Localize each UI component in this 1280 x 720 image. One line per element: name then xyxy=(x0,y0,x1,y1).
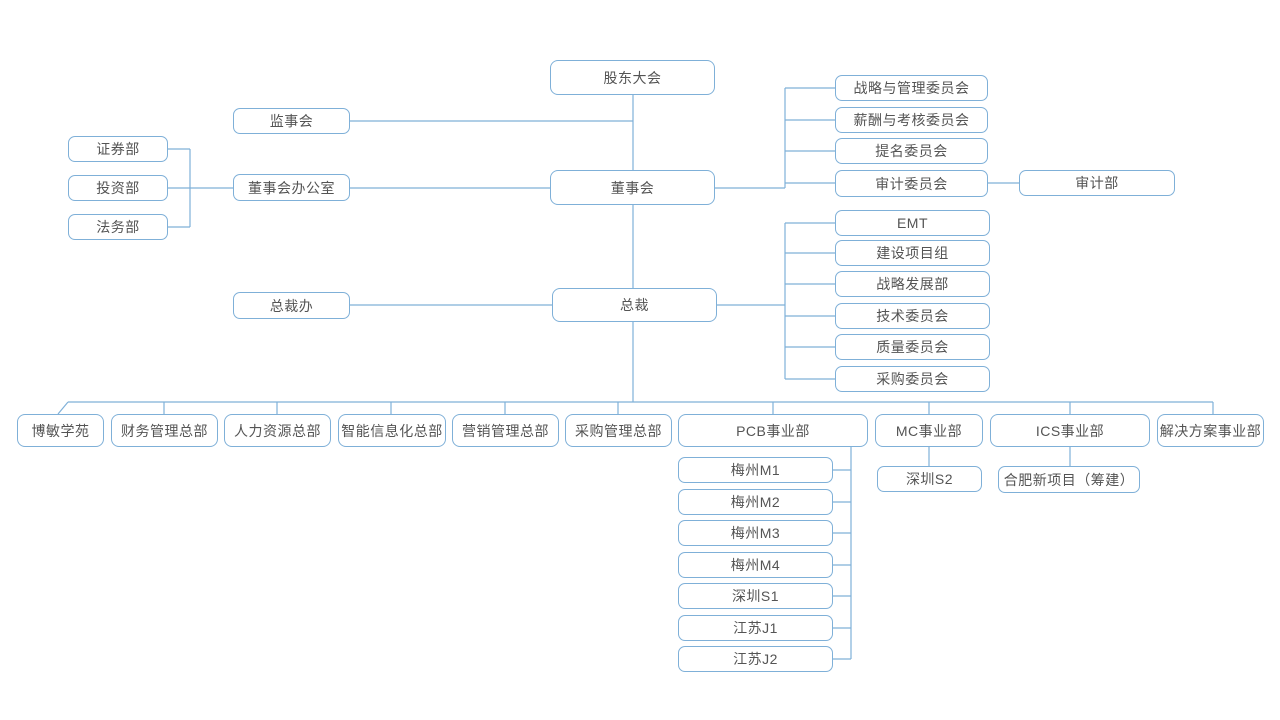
node-marketing-management-hq: 营销管理总部 xyxy=(452,414,559,447)
node-emt: EMT xyxy=(835,210,990,236)
node-mc-division: MC事业部 xyxy=(875,414,983,447)
node-legal-dept: 法务部 xyxy=(68,214,168,240)
node-compensation-assessment-committee: 薪酬与考核委员会 xyxy=(835,107,988,133)
node-finance-management-hq: 财务管理总部 xyxy=(111,414,218,447)
node-shareholders-meeting: 股东大会 xyxy=(550,60,715,95)
node-board-office: 董事会办公室 xyxy=(233,174,350,201)
node-shenzhen-s2: 深圳S2 xyxy=(877,466,982,492)
node-human-resources-hq: 人力资源总部 xyxy=(224,414,331,447)
node-shenzhen-s1: 深圳S1 xyxy=(678,583,833,609)
node-president: 总裁 xyxy=(552,288,717,322)
node-jiangsu-j2: 江苏J2 xyxy=(678,646,833,672)
node-technology-committee: 技术委员会 xyxy=(835,303,990,329)
node-hefei-new-project: 合肥新项目（筹建） xyxy=(998,466,1140,493)
node-ics-division: ICS事业部 xyxy=(990,414,1150,447)
node-investment-dept: 投资部 xyxy=(68,175,168,201)
node-meizhou-m2: 梅州M2 xyxy=(678,489,833,515)
node-president-office: 总裁办 xyxy=(233,292,350,319)
node-audit-committee: 审计委员会 xyxy=(835,170,988,197)
node-strategy-management-committee: 战略与管理委员会 xyxy=(835,75,988,101)
node-procurement-management-hq: 采购管理总部 xyxy=(565,414,672,447)
node-pcb-division: PCB事业部 xyxy=(678,414,868,447)
node-audit-dept: 审计部 xyxy=(1019,170,1175,196)
node-quality-committee: 质量委员会 xyxy=(835,334,990,360)
node-construction-project-team: 建设项目组 xyxy=(835,240,990,266)
node-procurement-committee: 采购委员会 xyxy=(835,366,990,392)
node-securities-dept: 证券部 xyxy=(68,136,168,162)
node-jiangsu-j1: 江苏J1 xyxy=(678,615,833,641)
node-supervisory-board: 监事会 xyxy=(233,108,350,134)
node-meizhou-m1: 梅州M1 xyxy=(678,457,833,483)
node-solutions-division: 解决方案事业部 xyxy=(1157,414,1264,447)
node-board-of-directors: 董事会 xyxy=(550,170,715,205)
node-meizhou-m4: 梅州M4 xyxy=(678,552,833,578)
node-intelligent-informatization-hq: 智能信息化总部 xyxy=(338,414,446,447)
node-meizhou-m3: 梅州M3 xyxy=(678,520,833,546)
node-strategy-development-dept: 战略发展部 xyxy=(835,271,990,297)
node-bomin-academy: 博敏学苑 xyxy=(17,414,104,447)
node-nomination-committee: 提名委员会 xyxy=(835,138,988,164)
